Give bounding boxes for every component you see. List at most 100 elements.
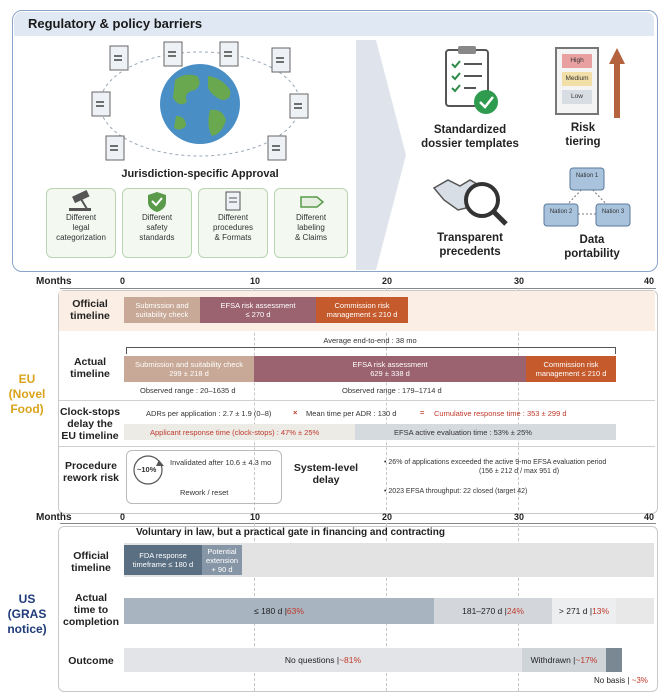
- segment-pct: ~3%: [631, 676, 648, 685]
- segment-line: ≤ 270 d: [245, 310, 271, 319]
- label-line: timeline: [71, 562, 111, 574]
- eu-divider: [59, 400, 655, 401]
- difference-line2: procedures: [212, 223, 254, 232]
- eu-actual-segment-submission: Submission and suitability check 299 ± 2…: [124, 356, 254, 382]
- solution-precedents-line2: precedents: [439, 246, 501, 258]
- risk-level-medium: Medium: [565, 75, 589, 82]
- segment-line: EFSA risk assessment: [220, 301, 296, 310]
- segment-line: EFSA risk assessment: [352, 360, 428, 369]
- clipboard-check-icon: [445, 46, 498, 114]
- us-outcome-label: Outcome: [60, 655, 122, 667]
- difference-line2: labeling: [297, 223, 325, 232]
- eu-applicant-share-bar: [124, 424, 355, 440]
- rework-loop-icon: [133, 455, 164, 485]
- segment-pct: ~17%: [575, 655, 598, 665]
- eu-axis-line: [60, 288, 656, 289]
- eu-tick-40: 40: [644, 276, 655, 286]
- us-side-label: US (GRAS notice): [2, 592, 52, 637]
- difference-box-labeling: Different labeling & Claims: [274, 188, 348, 258]
- label-line: delay the: [67, 418, 113, 430]
- eu-adr-mean: Mean time per ADR : 130 d: [306, 409, 397, 418]
- segment-pct: 13%: [592, 606, 610, 616]
- eu-range-submission: Observed range : 20–1635 d: [140, 386, 236, 395]
- solution-risk-line1: Risk: [570, 122, 596, 134]
- label-line: Actual: [74, 592, 108, 604]
- jurisdiction-label: Jurisdiction-specific Approval: [121, 168, 279, 180]
- segment-line: management ≤ 210 d: [535, 369, 607, 378]
- eu-actual-label: Actual timeline: [60, 356, 120, 380]
- eu-equals-marker: =: [420, 408, 425, 417]
- us-outcome-segment-withdrawn: Withdrawn | ~17%: [522, 648, 606, 672]
- eu-side-line1: EU: [18, 372, 36, 386]
- label-line: timeline: [70, 368, 110, 380]
- eu-official-label: Official timeline: [60, 298, 120, 322]
- us-tick-30: 30: [514, 512, 525, 522]
- label-line: Outcome: [68, 655, 114, 667]
- us-outcome-segment-nobasis: [606, 648, 622, 672]
- globe-documents-illustration: [91, 41, 309, 161]
- eu-tick-10: 10: [250, 276, 261, 286]
- segment-range: ≤ 180 d |: [254, 606, 287, 616]
- label-line: Clock-stops: [59, 406, 121, 418]
- segment-line: suitability check: [135, 310, 189, 319]
- eu-side-label: EU (Novel Food): [2, 372, 52, 417]
- segment-line: 299 ± 218 d: [169, 369, 209, 378]
- us-axis-label: Months: [36, 512, 72, 523]
- segment-pct: ~81%: [339, 655, 362, 665]
- difference-box-legal: Different legal categorization: [46, 188, 116, 258]
- eu-bullet1: • 26% of applications exceeded the activ…: [384, 458, 654, 476]
- nation-3-label: Nation 3: [601, 209, 625, 215]
- us-actual-segment-180: ≤ 180 d | 63%: [124, 598, 434, 624]
- eu-average-bracket: [126, 347, 616, 354]
- us-axis-line: [60, 523, 656, 524]
- bullet-dot: •: [384, 488, 389, 495]
- risk-level-low: Low: [571, 93, 583, 100]
- eu-clock-label: Clock-stops delay the EU timeline: [58, 406, 122, 442]
- segment-line: Submission and: [135, 301, 189, 310]
- eu-axis-label: Months: [36, 276, 72, 287]
- us-official-segment-fda: FDA response timeframe ≤ 180 d: [124, 545, 202, 575]
- us-actual-segment-270: 181–270 d | 24%: [434, 598, 552, 624]
- eu-average-label: Average end-to-end : 38 mo: [323, 336, 417, 345]
- us-section-frame: [58, 526, 658, 692]
- us-side-line3: notice): [7, 622, 47, 636]
- us-banner: Voluntary in law, but a practical gate i…: [136, 527, 445, 538]
- us-official-segment-extension: Potential extension + 90 d: [202, 545, 242, 575]
- bullet1-sub: (156 ± 212 d / max 951 d): [478, 468, 560, 475]
- eu-tick-30: 30: [514, 276, 525, 286]
- us-actual-label: Actual time to completion: [58, 592, 124, 628]
- segment-line: extension: [205, 555, 239, 565]
- label-line: Actual: [73, 356, 107, 368]
- us-side-line1: US: [18, 592, 36, 606]
- eu-gridline: [518, 288, 519, 510]
- difference-line3: & Formats: [214, 233, 252, 242]
- eu-gridline: [386, 288, 387, 510]
- eu-side-line3: Food): [10, 402, 44, 416]
- difference-line1: Different: [217, 213, 249, 222]
- segment-name: No basis |: [594, 676, 632, 685]
- us-actual-segment-271: > 271 d | 13%: [552, 598, 616, 624]
- eu-efsa-share: EFSA active evaluation time : 53% ± 25%: [394, 428, 532, 437]
- label-line: System-level: [293, 462, 359, 474]
- eu-adr-count: ADRs per application : 2.7 ± 1.9 (0–8): [146, 409, 272, 418]
- eu-section-frame: [58, 290, 658, 514]
- eu-applicant-share: Applicant response time (clock-stops) : …: [150, 428, 320, 437]
- eu-rework-box: [126, 450, 282, 504]
- label-line: completion: [62, 616, 119, 628]
- label-line: EU timeline: [61, 430, 119, 442]
- segment-line: timeframe ≤ 180 d: [132, 560, 194, 569]
- difference-line1: Different: [65, 213, 97, 222]
- eu-tick-0: 0: [120, 276, 126, 286]
- solution-templates-line1: Standardized: [433, 124, 507, 136]
- gavel-icon: [69, 189, 91, 211]
- segment-range: > 271 d |: [558, 606, 593, 616]
- eu-bullet-marker: ×: [293, 408, 298, 417]
- segment-range: 181–270 d |: [462, 606, 507, 616]
- shield-check-icon: [148, 192, 166, 212]
- rework-invalidated: Invalidated after 10.6 ± 4.3 mo: [170, 458, 272, 467]
- handshake-magnifier-icon: [432, 179, 508, 226]
- us-outcome-segment-noquestions: No questions | ~81%: [124, 648, 522, 672]
- difference-line3: & Claims: [294, 233, 327, 242]
- eu-actual-segment-efsa: EFSA risk assessment 629 ± 338 d: [254, 356, 526, 382]
- eu-divider: [59, 446, 655, 447]
